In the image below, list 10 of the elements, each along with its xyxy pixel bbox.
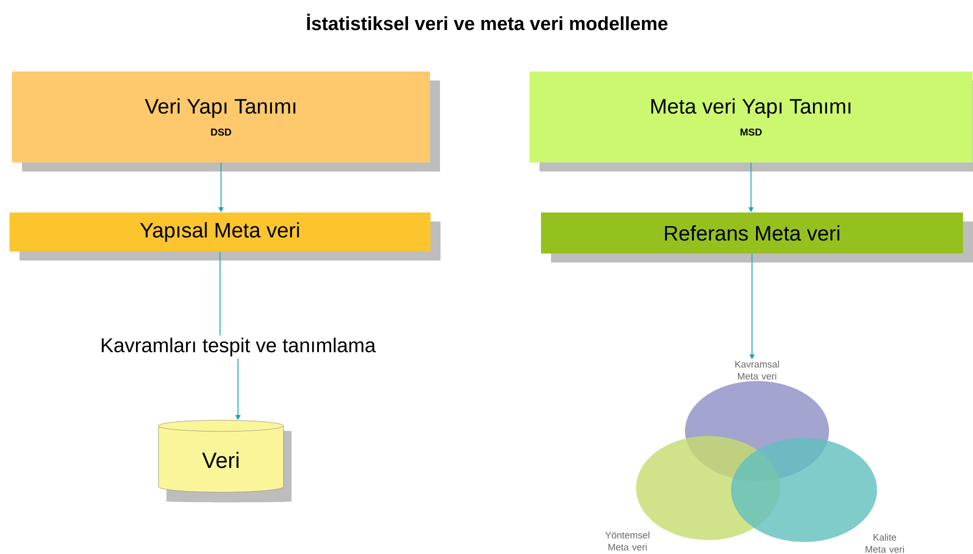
process-bar: Referans Meta veri: [541, 212, 973, 262]
process-box: Meta veri Yapı Tanımı MSD: [530, 72, 973, 172]
process-box: Veri Yapı Tanımı DSD: [12, 72, 440, 172]
node-label: Meta veri: [608, 544, 647, 550]
process-bar: Yapısal Meta veri: [10, 212, 440, 260]
node-label: Kavramsal Meta veri: [735, 360, 779, 380]
title: İstatistiksel veri ve meta veri modelleme: [307, 14, 668, 30]
node-label: Kalite Meta veri: [866, 534, 904, 553]
step-text: Kavramları tespit ve tanımlama: [102, 338, 376, 356]
database-cylinder: Veri: [158, 420, 292, 502]
